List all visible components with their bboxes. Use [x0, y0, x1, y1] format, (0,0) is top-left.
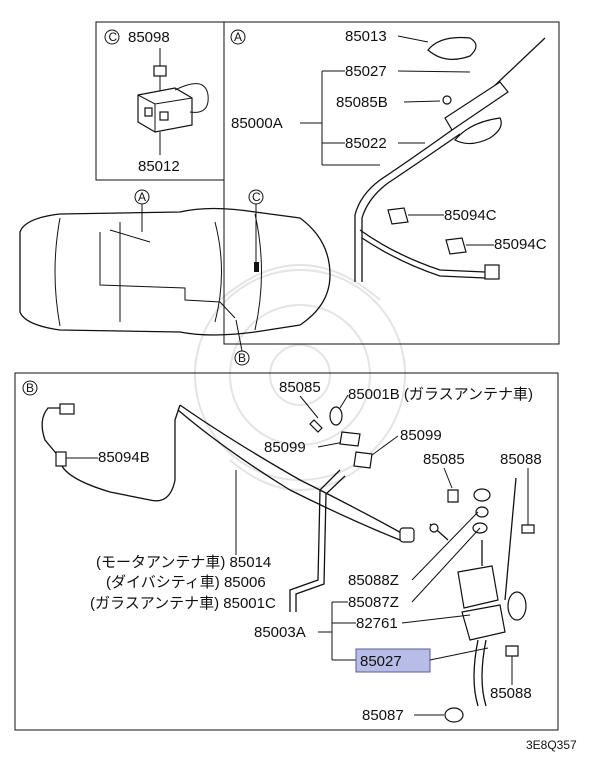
car-callout-c: C	[252, 190, 261, 204]
part-85094c-label-2: 85094C	[494, 236, 547, 253]
part-85022-label: 85022	[345, 135, 387, 152]
part-85088-label-1: 85088	[500, 451, 542, 468]
section-b-letter: B	[26, 381, 34, 395]
part-85085b-label: 85085B	[336, 94, 388, 111]
part-85094c-label-1: 85094C	[444, 207, 497, 224]
part-85001b-label: 85001B (ガラスアンテナ車)	[348, 386, 533, 403]
car-callout-b: B	[238, 351, 246, 365]
part-85001c-label: (ガラスアンテナ車) 85001C	[90, 595, 276, 612]
part-85099-label-1: 85099	[264, 439, 306, 456]
part-85027-label: 85027	[345, 63, 387, 80]
car-overview: A C B	[19, 189, 331, 366]
part-85085-label-2: 85085	[423, 451, 465, 468]
part-85000a-label: 85000A	[231, 115, 283, 132]
watermark-emblem	[194, 264, 406, 491]
part-85013-label: 85013	[345, 28, 387, 45]
part-85014-label: (モータアンテナ車) 85014	[96, 554, 271, 571]
part-85088z-label: 85088Z	[348, 572, 399, 589]
highlight-85027	[355, 648, 431, 673]
part-85099-label-2: 85099	[400, 427, 442, 444]
section-a-letter: A	[234, 30, 242, 44]
part-85088-label-2: 85088	[490, 685, 532, 702]
drawing-code: 3E8Q357	[526, 738, 577, 752]
section-c-box: C 85098 85012	[95, 21, 225, 181]
section-a-box: A 85013 85027 85085B 85000A 85022 85094C	[223, 21, 560, 345]
section-b-box: B 85094B (モータアンテナ車) 85014 (ダイバシティ車) 8500…	[14, 372, 559, 731]
part-85094b-label: 85094B	[98, 449, 150, 466]
part-85003a-label: 85003A	[254, 624, 306, 641]
part-85098-label: 85098	[128, 29, 170, 46]
part-85027-highlighted-label: 85027	[360, 653, 402, 670]
car-callout-a: A	[138, 190, 146, 204]
part-85087-label: 85087	[362, 707, 404, 724]
part-85087z-label: 85087Z	[348, 594, 399, 611]
part-85006-label: (ダイバシティ車) 85006	[106, 574, 266, 591]
section-c-letter: C	[109, 30, 118, 44]
part-82761-label: 82761	[356, 615, 398, 632]
part-85012-label: 85012	[138, 158, 180, 175]
part-85085-label: 85085	[279, 379, 321, 396]
